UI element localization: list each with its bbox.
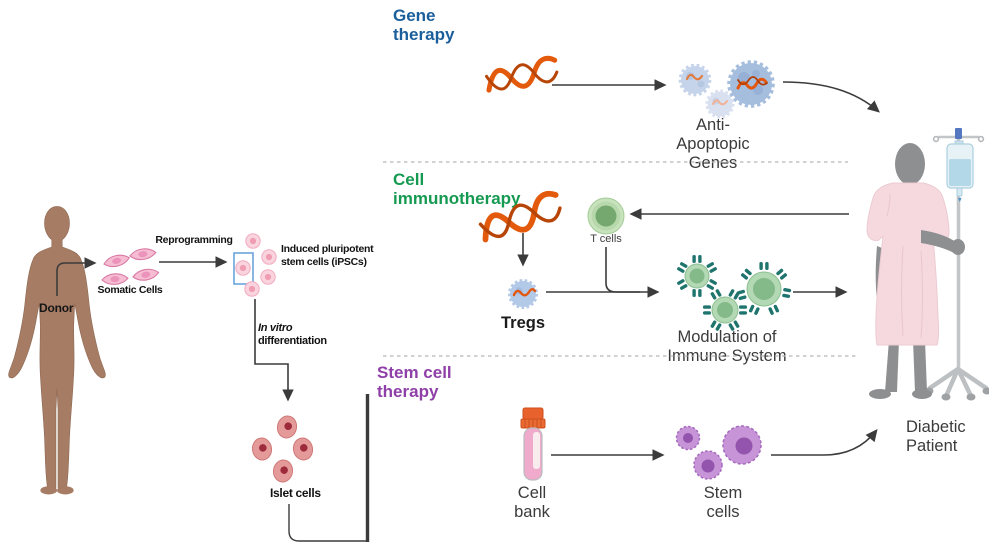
patient-arm (921, 230, 965, 255)
hospital-gown (866, 182, 950, 346)
somatic-cells-label: Somatic Cells (97, 284, 163, 296)
line-tcells-join (605, 247, 640, 293)
iv-bag-icon (946, 140, 974, 202)
ipsc-label: Induced pluripotent stem cells (iPSCs) (281, 243, 374, 268)
in-vitro-rest: differentiation (258, 334, 327, 347)
ipsc-cells-icon (233, 233, 277, 297)
stem-cells-icon (675, 425, 762, 480)
diabetic-patient-label: Diabetic Patient (906, 418, 966, 455)
modulation-label: Modulation of Immune System (667, 328, 787, 365)
modulated-cells-icon (676, 255, 792, 332)
donor-label: Donor (39, 301, 74, 315)
arrow-donor-somatic (56, 257, 97, 296)
arrow-ipsc-islet (254, 299, 294, 402)
viral-capsids-icon (678, 60, 775, 119)
in-vitro-label: In vitro differentiation (258, 322, 327, 347)
donor-figure (8, 206, 106, 495)
t-cell-icon (587, 197, 625, 235)
tregs-label: Tregs (500, 314, 546, 332)
diabetic-patient-figure (866, 128, 989, 401)
line-islet-connector (288, 504, 366, 542)
selection-box (233, 252, 254, 285)
cell-immunotherapy-title: Cell immunotherapy (393, 170, 521, 208)
stem-cell-therapy-title: Stem cell therapy (377, 363, 452, 401)
stem-cells-label: Stem cells (703, 484, 743, 521)
dna-icon (478, 190, 562, 243)
arrow-stemcells-patient (771, 428, 878, 456)
islet-cells-label: Islet cells (270, 486, 321, 500)
arrow-genes-patient (782, 81, 880, 113)
in-vitro-italic: In vitro (258, 322, 293, 334)
anti-apoptopic-genes-label: Anti- Apoptopic Genes (676, 116, 750, 172)
t-cells-label: T cells (590, 233, 622, 245)
cell-bank-label: Cell bank (514, 484, 550, 521)
cell-bank-vial-icon (520, 407, 546, 481)
gown-folds (886, 193, 923, 339)
reprogramming-label: Reprogramming (155, 234, 233, 246)
dna-icon (485, 55, 559, 93)
treg-capsid-icon (508, 279, 538, 309)
gene-therapy-title: Gene therapy (393, 6, 455, 44)
